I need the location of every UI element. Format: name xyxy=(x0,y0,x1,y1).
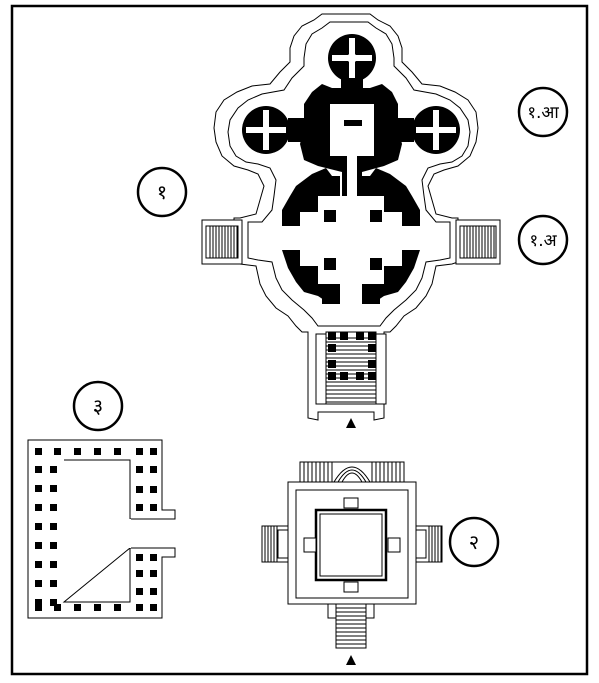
shrine-pillar xyxy=(328,332,336,340)
hall-pillar xyxy=(50,523,57,530)
shrine-pillar xyxy=(328,360,336,368)
shrine-pillar xyxy=(328,344,336,352)
hall-pillar xyxy=(114,448,121,455)
west-step-treads xyxy=(209,226,238,258)
label-main-temple: १ xyxy=(136,166,188,218)
hall-pillar xyxy=(54,448,61,455)
pillared-hall-plan xyxy=(27,439,176,619)
rear-arch xyxy=(333,466,371,483)
label-subshrine-top: १.आ xyxy=(517,86,569,138)
main-temple-platform-inner xyxy=(227,21,471,327)
hall-pillar xyxy=(35,561,42,568)
hall-pillar xyxy=(136,588,143,595)
hall-pillar xyxy=(150,486,157,493)
hall-pillar xyxy=(50,504,57,511)
shrine-pillar xyxy=(356,332,364,340)
hall-pillar xyxy=(50,485,57,492)
hall-pillar xyxy=(136,486,143,493)
pillared-hall-inner-court xyxy=(62,459,131,603)
hall-pillar xyxy=(35,466,42,473)
hall-pillar xyxy=(150,466,157,473)
sanctum-chamber xyxy=(330,104,374,156)
shrine-pillars xyxy=(328,332,376,380)
hall-pillar xyxy=(150,588,157,595)
hall-pillar xyxy=(54,604,61,611)
sanctum-idol xyxy=(344,120,362,126)
label-subshrine-top-text: १.आ xyxy=(527,103,559,123)
label-hall-text: ३ xyxy=(93,394,103,418)
label-shrine-two: २ xyxy=(448,516,500,568)
hall-pillar xyxy=(136,554,143,561)
mandapa-pillar xyxy=(370,258,382,270)
hall-pillar xyxy=(35,542,42,549)
shrine-east-treads xyxy=(428,526,442,562)
hall-pillar xyxy=(50,466,57,473)
hall-pillar xyxy=(136,466,143,473)
hall-pillar xyxy=(150,570,157,577)
hall-pillar xyxy=(50,599,57,606)
rear-porch-treads xyxy=(303,462,401,482)
main-temple-platform-outer xyxy=(213,13,479,421)
label-subshrine-right: १.अ xyxy=(517,214,569,266)
label-hall: ३ xyxy=(72,380,124,432)
hall-pillar xyxy=(150,604,157,611)
shrine-pillar xyxy=(368,344,376,352)
shrine-pillar xyxy=(368,372,376,380)
hall-pillar xyxy=(50,580,57,587)
hall-pillar xyxy=(74,604,81,611)
main-temple-east-steps xyxy=(455,219,501,265)
hall-pillar xyxy=(136,504,143,511)
hall-pillar xyxy=(136,604,143,611)
hall-pillar xyxy=(150,448,157,455)
hall-pillar xyxy=(35,604,42,611)
shrine-pillar xyxy=(328,372,336,380)
hall-pillar xyxy=(150,504,157,511)
mandapa-pier-ne xyxy=(362,168,420,226)
main-temple-plan xyxy=(201,13,501,428)
shrine-pillar xyxy=(340,372,348,380)
shrine-pillar xyxy=(340,332,348,340)
mandapa-pier-nw xyxy=(282,168,340,226)
hall-pillar xyxy=(35,504,42,511)
mandapa-pillar xyxy=(324,210,336,222)
hall-pillar xyxy=(94,604,101,611)
shrine-west-treads xyxy=(264,526,278,562)
small-shrine-plan xyxy=(261,332,443,665)
label-shrine-two-text: २ xyxy=(469,530,479,554)
shrine-pillar xyxy=(356,372,364,380)
hall-pillar xyxy=(150,554,157,561)
hall-pillar xyxy=(35,523,42,530)
mandapa-pillar xyxy=(324,258,336,270)
hall-pillar xyxy=(35,599,42,606)
hall-pillar xyxy=(35,580,42,587)
hall-pillar xyxy=(35,485,42,492)
hall-pillar xyxy=(136,570,143,577)
shrine-pillar xyxy=(368,332,376,340)
hall-pillar xyxy=(114,604,121,611)
shrine-front-stairs xyxy=(335,603,367,649)
mandapa-pillar xyxy=(370,210,382,222)
east-step-treads xyxy=(463,226,495,258)
hall-pillar xyxy=(136,448,143,455)
label-subshrine-right-text: १.अ xyxy=(529,231,557,251)
shrine-front-treads xyxy=(336,607,366,645)
label-main-temple-text: १ xyxy=(157,180,167,204)
shrine-pillar xyxy=(368,360,376,368)
hall-pillar xyxy=(50,561,57,568)
hall-pillars xyxy=(35,448,157,611)
hall-pillar xyxy=(50,542,57,549)
main-entrance-triangle-icon xyxy=(346,418,356,428)
hall-pillar xyxy=(35,448,42,455)
hall-pillar xyxy=(94,448,101,455)
hall-pillar xyxy=(74,448,81,455)
shrine-entrance-triangle-icon xyxy=(346,655,356,665)
